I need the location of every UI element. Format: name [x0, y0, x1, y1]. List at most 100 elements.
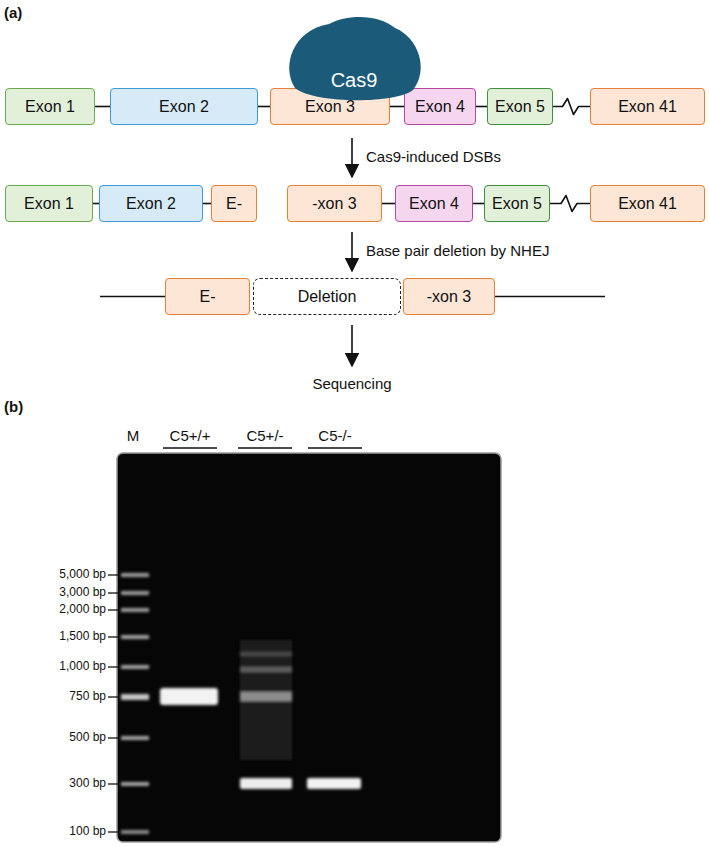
exon-box: Exon 1: [5, 88, 95, 125]
exon-name: E-: [200, 288, 216, 306]
size-label: 2,000 bp: [59, 603, 106, 616]
exon-box: Exon 4: [404, 88, 476, 125]
exon-fragment: -xon 3: [403, 278, 495, 315]
intron-line: [382, 203, 395, 205]
size-label: 100 bp: [69, 825, 106, 838]
exon-name: -xon 3: [312, 195, 356, 213]
exon-box: Exon 2: [110, 88, 258, 125]
size-label: 1,000 bp: [59, 660, 106, 673]
intron-line: [203, 203, 211, 205]
gel-smear: [240, 640, 292, 760]
lane-label: C5+/-: [246, 428, 283, 445]
exon-name: Exon 2: [126, 195, 176, 213]
tick: [108, 696, 118, 697]
tick: [108, 636, 118, 637]
gel-band: [240, 778, 292, 789]
tick: [108, 831, 118, 832]
sample-bands: [160, 640, 361, 789]
lane-label: C5-/-: [318, 428, 351, 445]
gel-band: [121, 635, 149, 639]
intron-break-line: [550, 196, 590, 212]
exon-fragment: -xon 3: [287, 185, 382, 222]
size-label: 300 bp: [69, 777, 106, 790]
exon-name: E-: [226, 195, 242, 213]
tick: [108, 574, 118, 575]
cas9-protein: Cas9: [283, 14, 425, 100]
step-label: Sequencing: [312, 376, 391, 393]
exon-name: Exon 41: [618, 98, 677, 116]
lane-underline: [163, 447, 217, 448]
exon-fragment: E-: [165, 278, 250, 315]
panel-letter: (b): [4, 399, 23, 416]
intron-line: [390, 106, 404, 108]
exon-name: Exon 2: [159, 98, 209, 116]
step-label: Base pair deletion by NHEJ: [366, 243, 549, 260]
size-label: 750 bp: [69, 690, 106, 703]
gel-band: [240, 692, 292, 701]
exon-name: Exon 5: [495, 98, 545, 116]
exon-box: Exon 41: [590, 185, 705, 222]
gel-band: [121, 782, 149, 786]
tick: [108, 666, 118, 667]
gel-band: [121, 608, 149, 612]
tick: [108, 592, 118, 593]
intron-line: [258, 106, 270, 108]
size-label: 3,000 bp: [59, 586, 106, 599]
size-label: 5,000 bp: [59, 568, 106, 581]
exon-name: Deletion: [298, 288, 357, 306]
exon-name: Exon 3: [305, 98, 355, 116]
exon-name: Exon 1: [24, 195, 74, 213]
intron-line: [473, 203, 484, 205]
size-label: 500 bp: [69, 731, 106, 744]
size-label: 1,500 bp: [59, 630, 106, 643]
lane-underline: [308, 447, 362, 448]
tick: [108, 737, 118, 738]
gel-band: [121, 573, 149, 577]
gel-band: [240, 667, 292, 672]
exon-name: -xon 3: [427, 288, 471, 306]
panel-letter: (a): [4, 5, 22, 22]
gel-band: [307, 778, 361, 789]
gel-band: [121, 694, 149, 700]
intron-break-line: [553, 99, 590, 115]
exon-name: Exon 41: [618, 195, 677, 213]
exon-name: Exon 4: [409, 195, 459, 213]
dna-line: [100, 296, 165, 298]
gel-image: [117, 453, 501, 842]
exon-box: Exon 2: [99, 185, 203, 222]
exon-name: Exon 1: [25, 98, 75, 116]
ladder-ticks: [108, 575, 118, 832]
gel-band: [121, 591, 149, 595]
process-arrow: [351, 325, 353, 366]
protein-name: Cas9: [331, 69, 378, 92]
exon-box: Exon 41: [590, 88, 705, 125]
tick: [108, 783, 118, 784]
gel-band: [121, 830, 149, 834]
gel-band: [240, 652, 292, 656]
gel-band: [121, 736, 149, 740]
step-label: Cas9-induced DSBs: [366, 149, 501, 166]
intron-line: [476, 106, 487, 108]
intron-line: [95, 106, 110, 108]
process-arrow: [351, 138, 353, 177]
lane-label: M: [127, 428, 140, 445]
gel-band: [121, 665, 149, 669]
dna-line: [495, 296, 605, 298]
exon-fragment: E-: [211, 185, 257, 222]
exon-box: Exon 4: [395, 185, 473, 222]
ladder-bands: [121, 573, 149, 834]
deletion-box: Deletion: [253, 278, 401, 315]
process-arrow: [351, 232, 353, 271]
cas9-shape: [289, 17, 420, 100]
exon-name: Exon 4: [415, 98, 465, 116]
lane-label: C5+/+: [170, 428, 211, 445]
exon-box: Exon 1: [5, 185, 93, 222]
exon-box: Exon 5: [487, 88, 553, 125]
gel-band: [160, 688, 218, 705]
lane-underline: [238, 447, 292, 448]
exon-box: Exon 5: [484, 185, 550, 222]
tick: [108, 609, 118, 610]
